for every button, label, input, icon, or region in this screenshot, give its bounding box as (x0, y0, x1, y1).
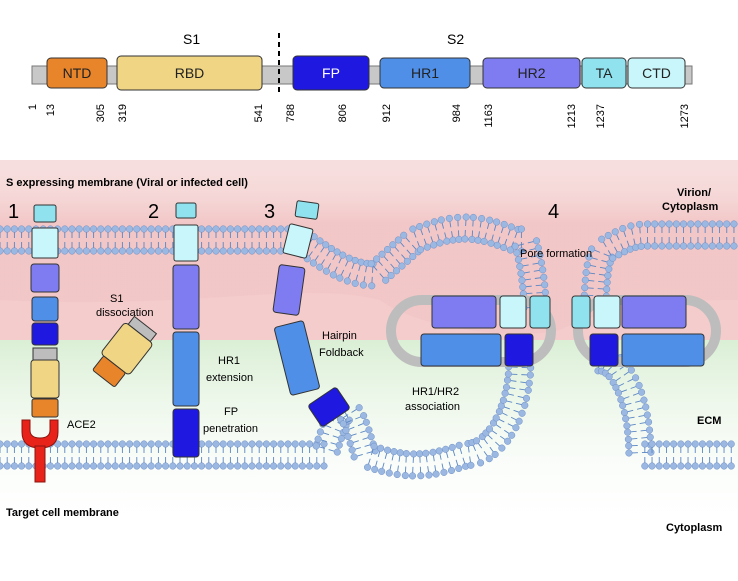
linker (33, 348, 57, 360)
fp-penetration-label-2: penetration (203, 423, 258, 435)
s1-dissociation-label-2: dissociation (96, 307, 153, 319)
hr2-domain (173, 265, 199, 329)
fp-domain-left (505, 334, 533, 366)
fp-domain-label: FP (322, 65, 340, 81)
s2-region-label: S2 (447, 31, 464, 47)
ace2-label: ACE2 (67, 419, 96, 431)
hr1-domain (173, 332, 199, 406)
ecm-label: ECM (697, 415, 721, 427)
hairpin-label-2: Foldback (319, 347, 364, 359)
hr1-domain (32, 297, 58, 321)
hr2-domain (31, 264, 59, 292)
ctd-domain-right (594, 296, 620, 328)
residue-number: 1213 (566, 104, 578, 128)
pore-formation-label: Pore formation (520, 248, 592, 260)
s1-dissociation-label-1: S1 (110, 293, 123, 305)
hr1-hr2-association-label-2: association (405, 401, 460, 413)
ctd-domain-left (500, 296, 526, 328)
residue-number: 319 (117, 104, 129, 122)
ta-domain-label: TA (596, 65, 614, 81)
ctd-domain-label: CTD (642, 65, 671, 81)
step-3-number: 3 (264, 201, 275, 223)
target-cell-membrane-label: Target cell membrane (6, 507, 119, 519)
hr1-hr2-association-label-1: HR1/HR2 (412, 386, 459, 398)
virion-cytoplasm-label: Cytoplasm (662, 201, 718, 213)
residue-number: 806 (337, 104, 349, 122)
residue-number: 541 (253, 104, 265, 122)
ta-domain (34, 205, 56, 222)
hr2-domain-left (432, 296, 496, 328)
fp-penetration-label-1: FP (224, 406, 238, 418)
hr2-domain-right (622, 296, 686, 328)
ace2-stalk (35, 446, 45, 482)
cytoplasm-label: Cytoplasm (666, 522, 722, 534)
hr1-domain-right (622, 334, 704, 366)
rbd-domain-label: RBD (175, 65, 205, 81)
residue-number: 912 (381, 104, 393, 122)
hairpin-label-1: Hairpin (322, 330, 357, 342)
fp-domain (173, 409, 199, 457)
domain-map: S1 S2 NTD RBD FP HR1 HR2 TA CTD 1 13 305 319 541 78… (27, 31, 692, 128)
ta-domain (176, 203, 196, 218)
hr1-domain-label: HR1 (411, 65, 439, 81)
residue-number: 1163 (483, 104, 495, 128)
step-4-number: 4 (548, 201, 559, 223)
ctd-domain (174, 225, 198, 261)
fp-domain (32, 323, 58, 345)
residue-number: 984 (451, 104, 463, 122)
hr1-extension-label-1: HR1 (218, 355, 240, 367)
s-membrane-label: S expressing membrane (Viral or infected… (6, 177, 248, 189)
ntd-domain-label: NTD (63, 65, 92, 81)
virion-label: Virion/ (677, 187, 711, 199)
step-1-number: 1 (8, 201, 19, 223)
fp-domain-right (590, 334, 618, 366)
ta-domain (295, 201, 319, 220)
rbd-domain (31, 360, 59, 398)
residue-number: 788 (285, 104, 297, 122)
residue-number: 1 (27, 104, 39, 110)
hr1-extension-label-2: extension (206, 372, 253, 384)
s1-region-label: S1 (183, 31, 200, 47)
ctd-domain (32, 228, 58, 258)
residue-number: 1237 (595, 104, 607, 128)
ta-domain-left (530, 296, 550, 328)
residue-number: 305 (95, 104, 107, 122)
ta-domain-right (572, 296, 590, 328)
residue-number: 1273 (679, 104, 691, 128)
hr2-domain-label: HR2 (517, 65, 545, 81)
residue-number: 13 (45, 104, 57, 116)
hr1-domain-left (421, 334, 501, 366)
step-2-number: 2 (148, 201, 159, 223)
ntd-domain (32, 399, 58, 417)
